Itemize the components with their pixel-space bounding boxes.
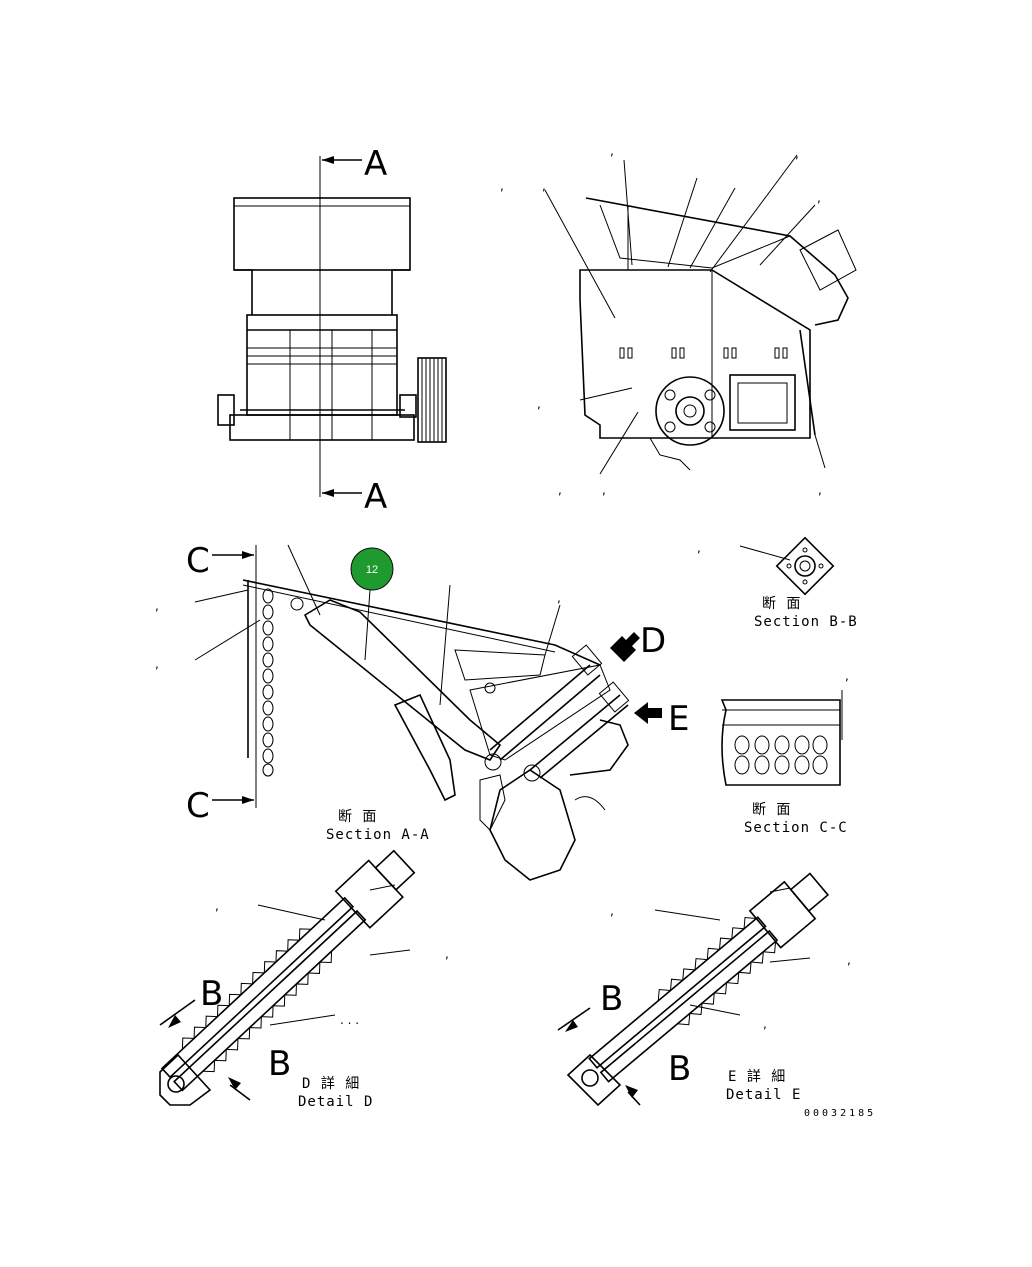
section-aa-caption-en: Section A-A [326,827,430,843]
leader-dots: . . . [340,1013,359,1027]
callout-badge-label: 12 [366,564,378,576]
leader-mark: , [697,541,701,555]
detail-d-caption-jp: D 詳 細 [302,1076,360,1092]
detail-d-caption-en: Detail D [298,1094,373,1110]
section-mark-e: E [668,699,689,739]
leader-mark: , [155,599,159,613]
section-bb-caption-en: Section B-B [754,614,858,630]
detail-e-b-top: B [600,979,623,1019]
leader-mark: , [845,669,849,683]
callout-badge-12[interactable]: 12 [350,547,394,591]
detail-d-b-top: B [200,974,223,1014]
leader-mark: , [537,397,541,411]
leader-mark: , [557,591,561,605]
section-cc-caption-en: Section C-C [744,820,848,836]
section-mark-d: D [640,621,666,661]
section-mark-a-bottom: A [364,477,387,517]
section-bb-view: 断 面 Section B-B [739,536,858,630]
chain-links [734,735,828,775]
detail-d-b-bottom: B [268,1044,291,1084]
leader-mark: , [445,947,449,961]
section-mark-a-top: A [364,144,387,184]
arrow-d-icon [610,632,640,662]
pulley-belts [417,357,447,443]
detail-e-caption-en: Detail E [726,1087,801,1103]
section-aa-view: , , , , C C D E 断 面 Section A-A 12 [155,541,701,881]
leader-mark: , [155,657,159,671]
leader-mark: , [610,144,614,158]
section-cc-caption-jp: 断 面 [752,802,791,818]
section-aa-caption-jp: 断 面 [338,809,377,825]
leader-mark: , [558,483,562,497]
side-view: , , , , , , , , , [500,144,857,497]
detail-e-view: , , , B B E 詳 細 Detail E [557,872,851,1107]
leader-mark: , [763,1017,767,1031]
leader-mark: , [215,899,219,913]
leader-mark: , [847,953,851,967]
section-mark-c-bottom: C [186,786,210,826]
section-mark-c-top: C [186,541,210,581]
leader-mark: , [500,179,504,193]
detail-e-b-bottom: B [668,1049,691,1089]
leader-mark: , [795,147,799,161]
section-cc-view: , 断 面 Section C-C [720,669,849,836]
detail-e-caption-jp: E 詳 細 [728,1069,786,1085]
leader-mark: , [818,483,822,497]
detail-d-view: , , . . . B B D 詳 細 Detail D [159,849,449,1110]
front-view: A A [217,144,447,517]
leader-mark: , [610,904,614,918]
leader-mark: , [817,191,821,205]
leader-mark: , [602,483,606,497]
section-bb-caption-jp: 断 面 [762,596,801,612]
arrow-e-icon [634,702,662,724]
leader-mark: , [542,179,546,193]
drawing-number: 00032185 [804,1108,876,1119]
chain-curtain [262,588,274,777]
